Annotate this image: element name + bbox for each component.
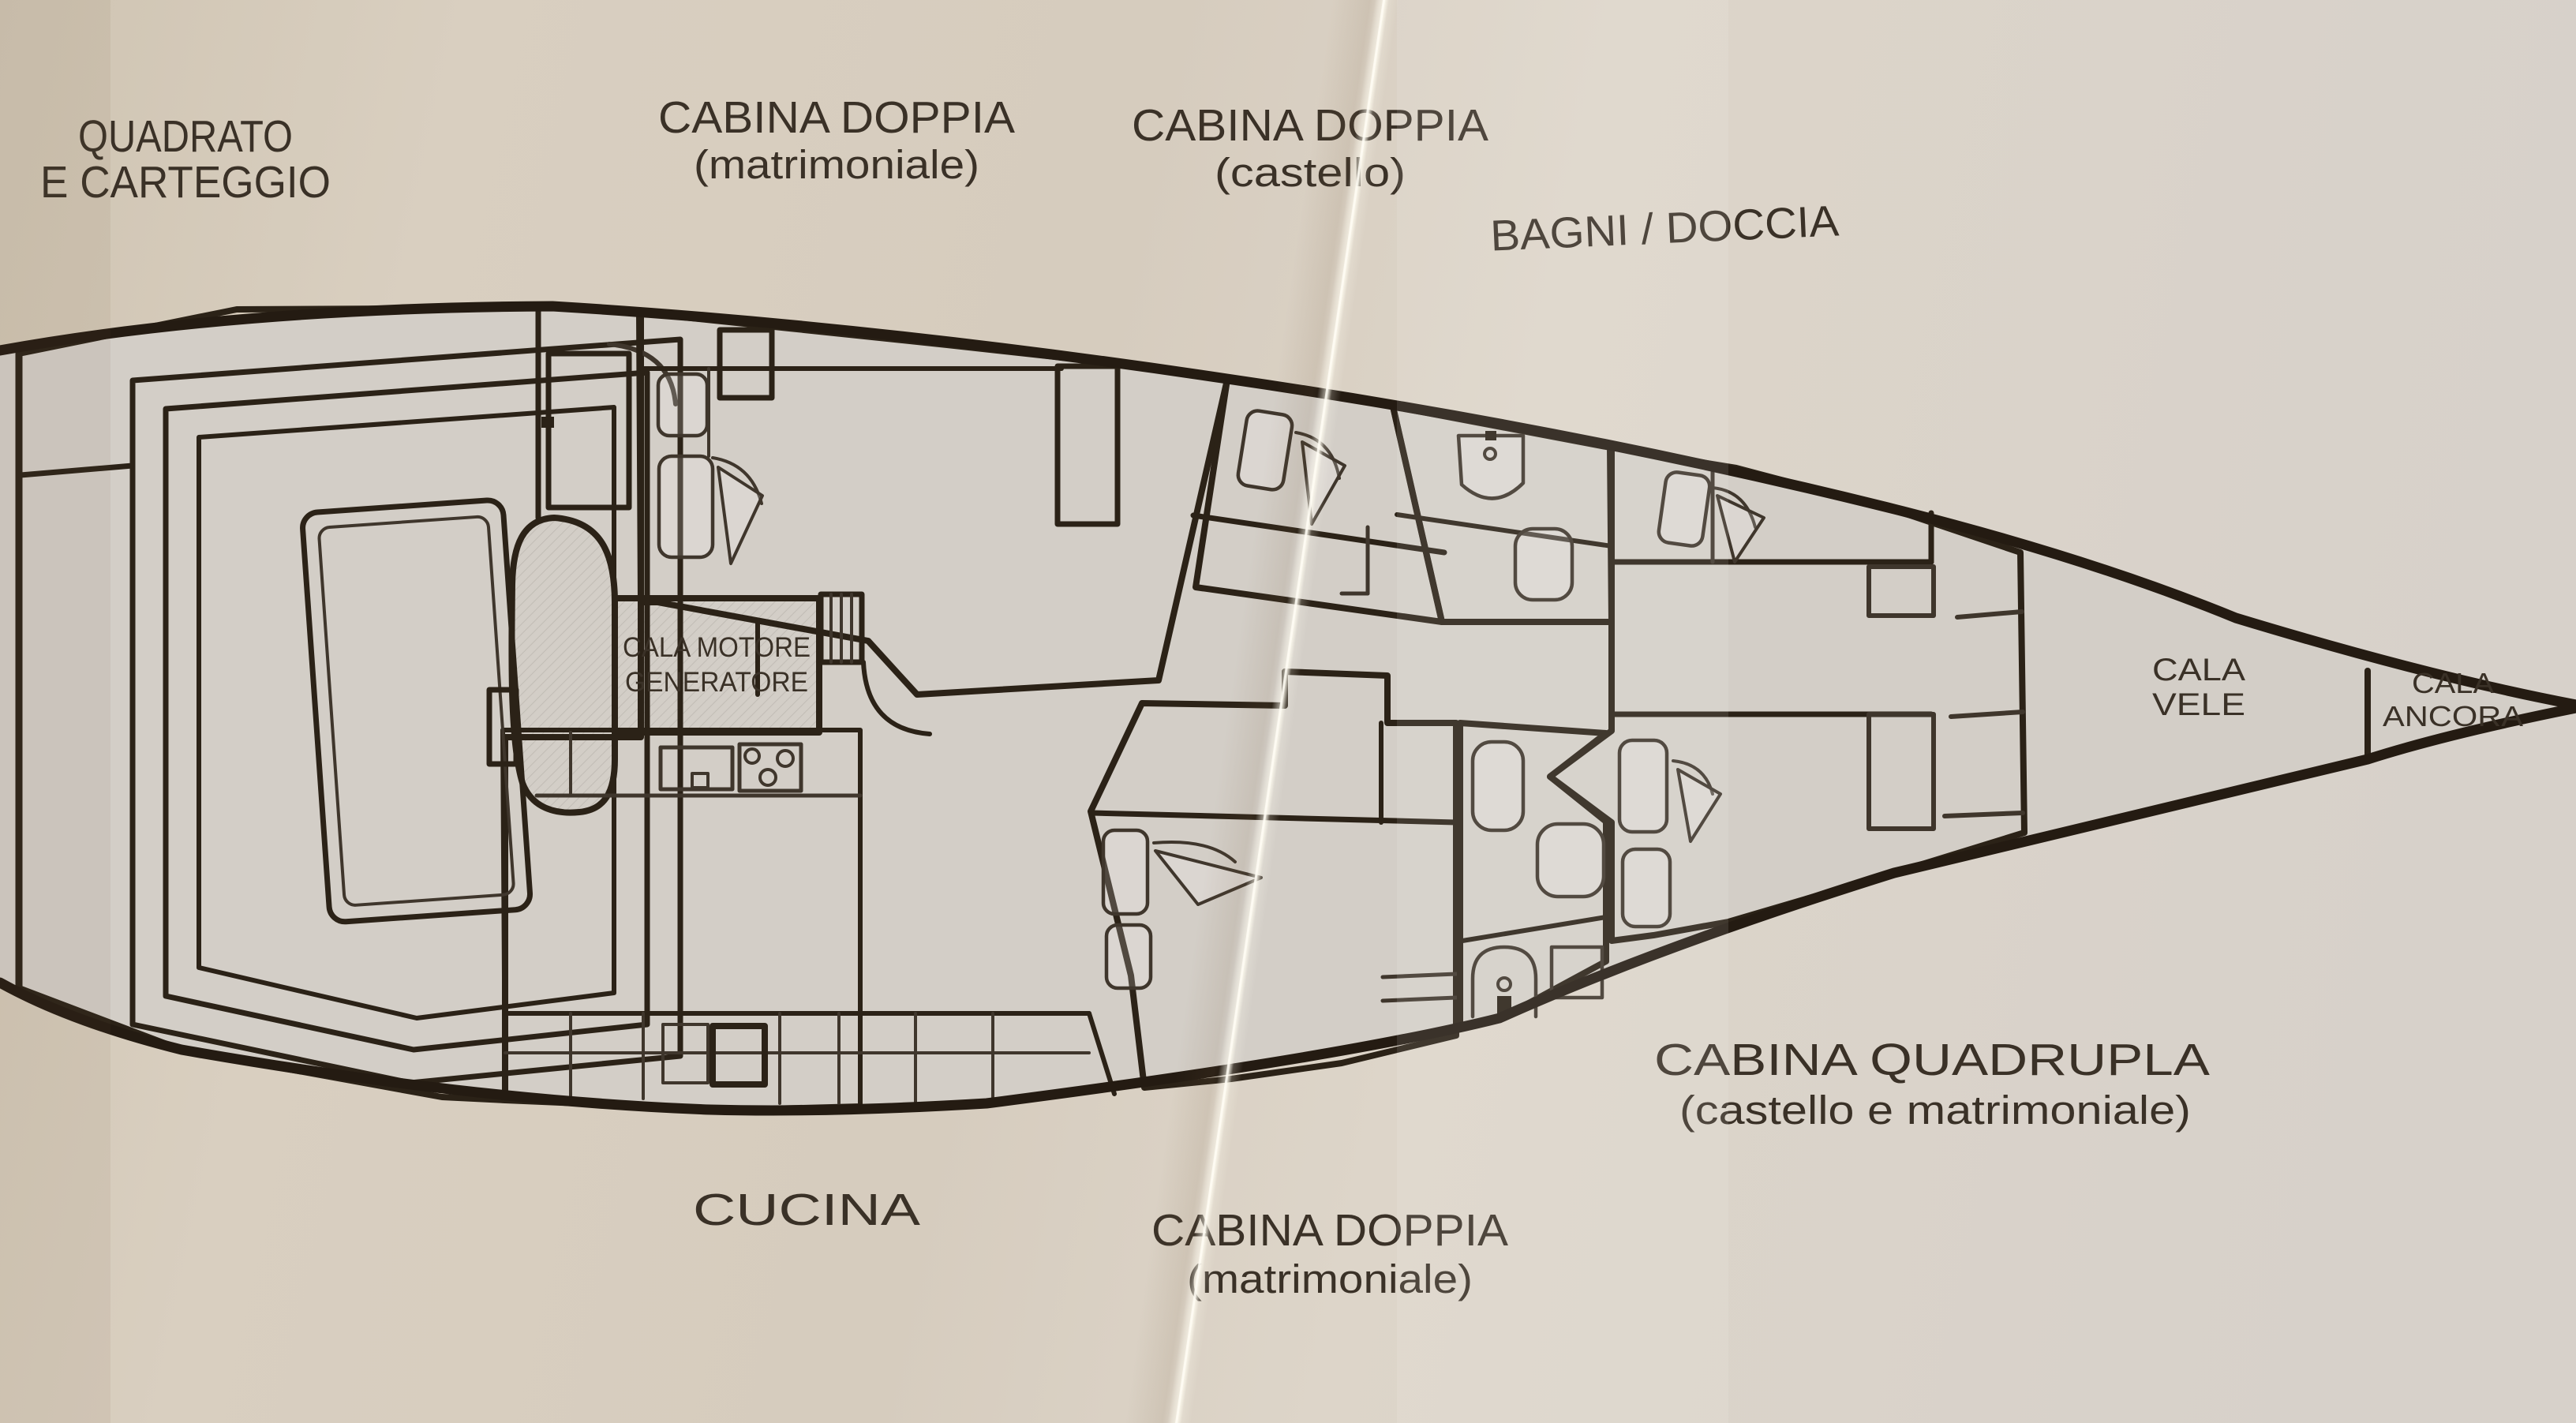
- label-anchor-locker-line1: CALA: [2412, 667, 2494, 699]
- bathroom-divider: [1395, 512, 1614, 549]
- chart-table-handle: [541, 417, 554, 428]
- stove-burner: [743, 747, 761, 765]
- label-cabin-top-line1: CABINA DOPPIA: [658, 92, 1015, 143]
- shelf-line: [1380, 995, 1458, 1003]
- blanket-curl: [1711, 486, 1757, 529]
- companionway-curve: [861, 660, 932, 736]
- edge-shading: [0, 0, 110, 1423]
- paper-fold: [1114, 0, 1406, 1423]
- label-quad-line2: (castello e matrimoniale): [1679, 1088, 2191, 1133]
- label-saloon-line1: QUADRATO: [78, 111, 293, 162]
- stove: [737, 742, 803, 793]
- blanket-fold: [1716, 494, 1765, 564]
- settee-outline: [197, 405, 616, 1020]
- sink: [1470, 740, 1526, 833]
- locker: [1866, 564, 1936, 618]
- stern-locker-divider: [17, 462, 136, 478]
- bed-pillow: [1101, 828, 1150, 916]
- chart-table: [545, 350, 632, 511]
- blanket-fold: [717, 466, 764, 565]
- settee-outline: [129, 336, 683, 1086]
- sink: [1456, 433, 1526, 500]
- sink-drain: [691, 772, 710, 789]
- engine-hatch-texture: [511, 518, 615, 813]
- bed-pillow: [1620, 847, 1672, 929]
- hull-outline: [0, 301, 2576, 1116]
- bed-pillow: [1657, 470, 1712, 548]
- label-galley: CUCINA: [693, 1185, 920, 1235]
- label-saloon-line2: E CARTEGGIO: [40, 157, 331, 208]
- blanket-fold: [1676, 768, 1722, 843]
- locker: [661, 1023, 710, 1084]
- locker: [710, 1023, 768, 1088]
- toilet: [1535, 822, 1606, 899]
- stove-burner: [758, 768, 777, 787]
- shelf-line: [1942, 811, 2025, 818]
- locker: [1866, 712, 1936, 831]
- blanket-curl: [711, 456, 763, 505]
- stove-burner: [776, 749, 795, 768]
- bed-pillow: [656, 372, 710, 438]
- label-quad-line1: CABINA QUADRUPLA: [1654, 1035, 2210, 1085]
- engine-hatch-texture: [615, 598, 819, 732]
- label-engine-line1: CALA MOTORE: [623, 632, 811, 663]
- shower-drain: [1496, 976, 1512, 992]
- settee-cushion-curl: [607, 342, 678, 406]
- label-engine-line2: GENERATORE: [625, 667, 808, 698]
- shelf-line: [1955, 609, 2024, 620]
- label-cabin-bottom-line2: (matrimoniale): [1187, 1256, 1473, 1301]
- bed-pillow: [1617, 738, 1669, 834]
- entry-locker: [717, 327, 775, 401]
- shelf-line: [1380, 972, 1458, 979]
- label-cabin-bunk-line1: CABINA DOPPIA: [1132, 100, 1488, 151]
- label-anchor-locker-line2: ANCORA: [2383, 700, 2523, 732]
- shelf-line: [1949, 710, 2025, 719]
- bed-pillow: [657, 454, 715, 560]
- shower: [1470, 945, 1538, 1019]
- toilet: [1513, 526, 1574, 602]
- bed-pillow: [1104, 923, 1153, 990]
- label-cabin-top-line2: (matrimoniale): [694, 142, 979, 187]
- drain: [1483, 447, 1497, 461]
- faucet: [1485, 431, 1496, 440]
- label-sail-locker-line2: VELE: [2152, 687, 2245, 722]
- label-sail-locker-line1: CALA: [2152, 653, 2245, 687]
- pink-wardrobe: [1054, 363, 1121, 527]
- settee-outline: [163, 369, 650, 1053]
- locker-end-wall: [1087, 1011, 1117, 1096]
- bathroom-divider: [1460, 915, 1608, 943]
- fold-light-band: [1397, 0, 1728, 1423]
